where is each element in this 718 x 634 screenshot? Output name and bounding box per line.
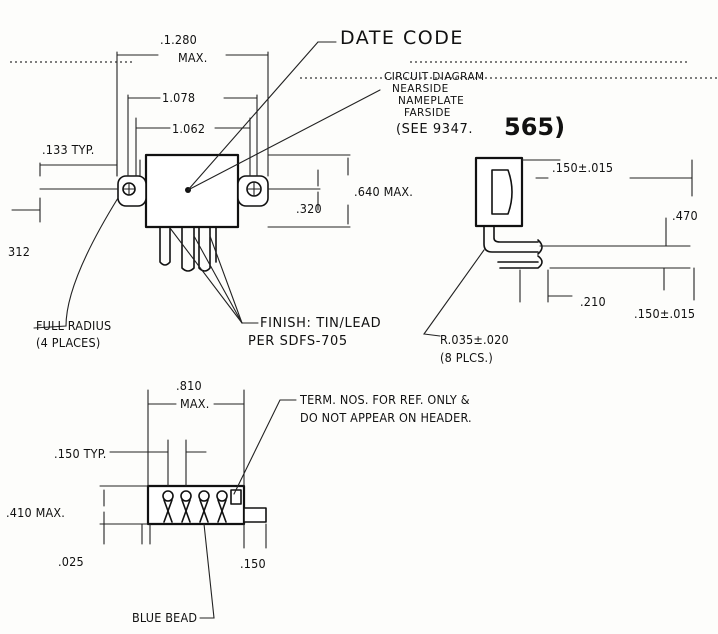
dim-312: 312: [8, 244, 30, 259]
dim-1280-max: MAX.: [178, 50, 207, 65]
side-view: [423, 156, 695, 337]
label-full-radius: FULL RADIUS: [36, 318, 111, 333]
dim-1280: .1.280: [160, 32, 197, 47]
dim-025: .025: [58, 554, 84, 569]
dim-320: .320: [296, 201, 322, 216]
label-ref-number: 565): [504, 113, 565, 141]
label-see-ref: (SEE 9347.: [396, 122, 473, 137]
dim-210: .210: [580, 294, 606, 309]
relay-leads: [159, 226, 217, 272]
dim-150-bottom: .150: [240, 556, 266, 571]
label-date-code: DATE CODE: [340, 27, 464, 49]
background-smudges: [10, 61, 718, 79]
label-farside: FARSIDE: [404, 107, 451, 119]
label-four-places: (4 PLACES): [36, 335, 100, 350]
dim-150-side-b: .150±.015: [634, 306, 695, 321]
header-body: [146, 484, 246, 526]
side-tab: [491, 169, 513, 215]
label-eight-places: (8 PLCS.): [440, 350, 493, 365]
label-radius: R.035±.020: [440, 332, 509, 347]
header-flange: [243, 507, 267, 523]
dim-640-max: .640 MAX.: [354, 184, 413, 199]
label-term-nos: TERM. NOS. FOR REF. ONLY &: [299, 392, 470, 407]
dim-150-typ: .150 TYP.: [54, 446, 107, 461]
label-circuit-diagram: CIRCUIT DIAGRAM: [384, 71, 485, 83]
top-view: [11, 41, 381, 329]
label-do-not-appear: DO NOT APPEAR ON HEADER.: [300, 410, 472, 425]
right-mounting-tab: [237, 175, 269, 207]
label-blue-bead: BLUE BEAD: [132, 610, 197, 625]
dim-133-typ: .133 TYP.: [42, 142, 95, 157]
dim-1078: 1.078: [162, 90, 195, 105]
relay-body: [144, 153, 240, 229]
dim-150-side-a: .150±.015: [552, 160, 613, 175]
dim-1062: 1.062: [172, 121, 205, 136]
dim-810: .810: [176, 378, 202, 393]
header-terminals: [162, 489, 242, 523]
label-nearside: NEARSIDE: [392, 83, 449, 95]
label-finish: FINISH: TIN/LEAD: [260, 316, 381, 331]
left-mounting-tab: [117, 175, 147, 207]
side-body: [474, 156, 524, 228]
dim-470: .470: [672, 208, 698, 223]
bottom-view: [99, 389, 297, 619]
label-nameplate: NAMEPLATE: [398, 95, 464, 107]
dim-410-max: .410 MAX.: [6, 505, 65, 520]
label-finish-spec: PER SDFS-705: [248, 334, 348, 349]
dim-810-max: MAX.: [180, 396, 209, 411]
